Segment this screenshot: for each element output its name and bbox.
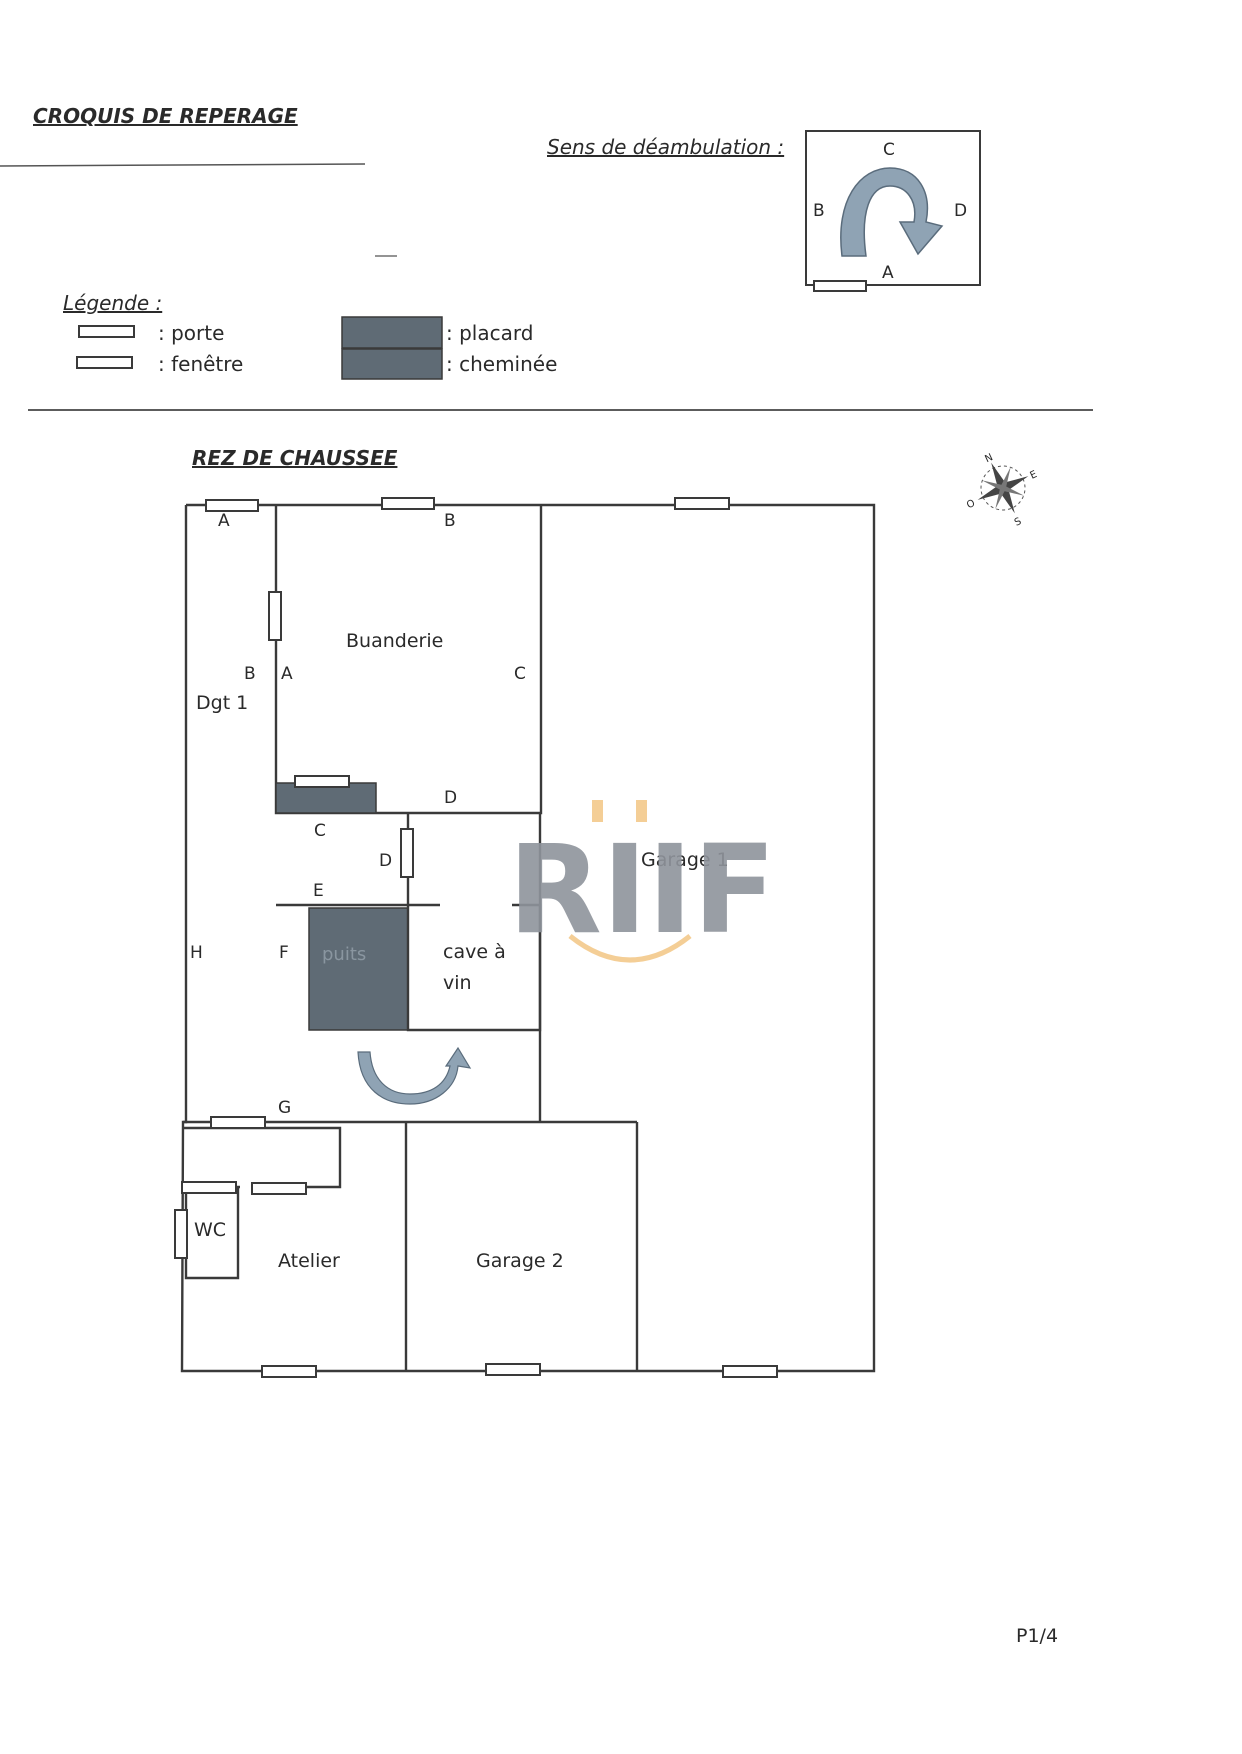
wall-letter-dgt-b: B [244, 664, 256, 684]
door-wc-top [181, 1181, 237, 1194]
wall-letter-dgt-f: F [279, 943, 289, 963]
window-dgt-top [205, 499, 259, 512]
direction-label: Sens de déambulation : [547, 135, 784, 159]
compass-s: S [1013, 516, 1023, 529]
wall-letter-dgt-a: A [218, 511, 230, 531]
floor-plan: puits Buanderie Dgt 1 Garage 1 [174, 497, 876, 1378]
legend-door-label: : porte [158, 321, 224, 345]
room-wc: WC [194, 1219, 226, 1241]
compass-rose-icon: N E S O [965, 452, 1039, 529]
room-dgt: Dgt 1 [196, 692, 248, 714]
wall-letter-buanderie-b: B [444, 511, 456, 531]
wall-letter-dgt-c: C [314, 821, 326, 841]
direction-arrow-icon [840, 167, 944, 257]
wall-letter-buanderie-a: A [281, 664, 293, 684]
door-cave-d [400, 828, 414, 878]
window-wc-left [174, 1209, 188, 1259]
puits-label: puits [322, 944, 366, 965]
legend-title: Légende : [63, 291, 162, 315]
compass-e: E [1028, 469, 1038, 482]
direction-box: C B D A [805, 130, 981, 292]
room-cave-line2: vin [443, 972, 472, 994]
wall-letter-buanderie-d: D [444, 788, 457, 808]
room-cave-line1: cave à [443, 941, 506, 963]
legend-closet-symbol [341, 316, 443, 349]
legend-window-label: : fenêtre [158, 352, 243, 376]
legend-fireplace-label: : cheminée [446, 352, 557, 376]
room-atelier: Atelier [278, 1250, 340, 1272]
window-garage2-bottom [485, 1363, 541, 1376]
legend-closet-label: : placard [446, 321, 533, 345]
puits-block [308, 907, 409, 1031]
direction-letter-left: B [813, 201, 825, 221]
page-number: P1/4 [1016, 1625, 1058, 1647]
window-buanderie-top [381, 497, 435, 510]
circulation-arrow-icon [357, 1046, 472, 1105]
riif-watermark-logo: RIIF [508, 800, 776, 963]
direction-letter-right: D [954, 201, 967, 221]
direction-letter-top: C [883, 140, 895, 160]
header-rule [0, 163, 366, 167]
buanderie-closet [275, 782, 377, 814]
room-garage1: Garage 1 [641, 849, 729, 871]
compass-o: O [965, 498, 977, 511]
wall-letter-buanderie-c: C [514, 664, 526, 684]
direction-letter-bottom: A [882, 263, 894, 283]
window-atelier-bottom [261, 1365, 317, 1378]
wall-letter-dgt-d: D [379, 851, 392, 871]
door-atelier-top [251, 1182, 307, 1195]
legend-door-symbol [78, 325, 135, 338]
room-buanderie: Buanderie [346, 630, 443, 652]
wall-letter-dgt-h: H [190, 943, 203, 963]
room-garage2: Garage 2 [476, 1250, 564, 1272]
door-g [210, 1116, 266, 1129]
window-garage1-top [674, 497, 730, 510]
door-buanderie-bottom [294, 775, 350, 788]
floor-title: REZ DE CHAUSSEE [192, 446, 398, 470]
wall-letter-dgt-g: G [278, 1098, 291, 1118]
page-title: CROQUIS DE REPERAGE [33, 104, 298, 128]
legend-fireplace-symbol [341, 348, 443, 380]
wall-letter-dgt-e: E [313, 881, 324, 901]
compass-n: N [983, 452, 994, 465]
watermark-text: RIIF [508, 819, 776, 961]
window-garage1-bottom [722, 1365, 778, 1378]
direction-door [813, 280, 867, 292]
door-buanderie-left [268, 591, 282, 641]
legend-window-symbol [76, 356, 133, 369]
